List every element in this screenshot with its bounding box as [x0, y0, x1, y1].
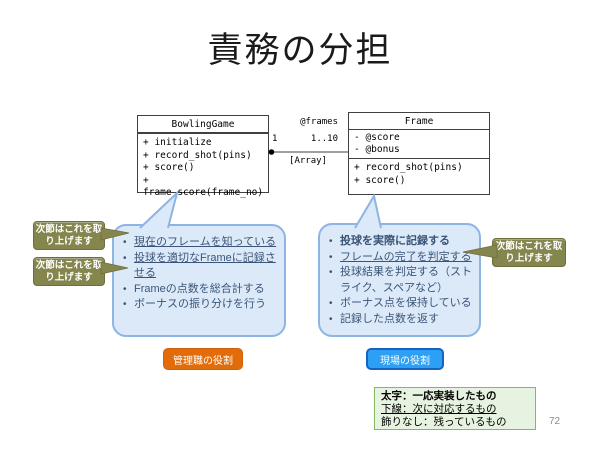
bullet-list: 現在のフレームを知っている 投球を適切なFrameに記録させる Frameの点数…	[114, 226, 284, 319]
class-attributes-frame: - @score - @bonus	[349, 130, 489, 159]
manager-role-badge: 管理職の役割	[163, 348, 243, 370]
list-item: 投球を実際に記録する	[329, 234, 473, 250]
association-role-name: @frames	[300, 117, 338, 127]
legend-line-bold: 太字：一応実装したもの	[381, 390, 497, 402]
association-multiplicity-left: 1	[272, 134, 278, 144]
list-item: 記録した点数を返す	[329, 312, 473, 328]
field-role-badge: 現場の役割	[366, 348, 444, 370]
legend-line-underline: 下線：次に対応するもの	[381, 403, 497, 415]
list-item: 投球結果を判定する（ストライク、スペアなど）	[329, 265, 473, 296]
association-qualifier: [Array]	[289, 156, 327, 166]
class-name-bowlinggame: BowlingGame	[138, 116, 268, 133]
class-attributes-bowlinggame	[138, 133, 268, 134]
list-item: ボーナスの振り分けを行う	[123, 297, 278, 313]
next-section-note-left-2: 次節はこれを取り上げます	[33, 257, 105, 286]
frame-responsibilities-bubble: 投球を実際に記録する フレームの完了を判定する 投球結果を判定する（ストライク、…	[318, 223, 481, 337]
class-box-frame: Frame - @score - @bonus + record_shot(pi…	[348, 112, 490, 195]
method: + initialize	[143, 137, 212, 148]
association-multiplicity-right: 1..10	[310, 134, 338, 144]
attribute: - @score	[354, 132, 400, 143]
composition-dot	[268, 149, 275, 155]
next-section-note-right: 次節はこれを取り上げます	[492, 238, 566, 267]
class-methods-bowlinggame: + initialize + record_shot(pins) + score…	[138, 134, 268, 203]
list-item: ボーナス点を保持している	[329, 296, 473, 312]
list-item: Frameの点数を総合計する	[123, 282, 278, 298]
attribute: - @bonus	[354, 144, 400, 155]
bowlinggame-responsibilities-bubble: 現在のフレームを知っている 投球を適切なFrameに記録させる Frameの点数…	[112, 224, 286, 337]
list-item: 投球を適切なFrameに記録させる	[123, 251, 278, 282]
method: + record_shot(pins)	[143, 149, 252, 161]
page-title: 責務の分担	[207, 31, 393, 70]
list-item: フレームの完了を判定する	[329, 250, 473, 266]
legend-line-plain: 飾りなし：残っているもの	[381, 416, 507, 428]
method: + frame_score(frame_no)	[143, 174, 264, 199]
class-name-frame: Frame	[349, 113, 489, 130]
list-item: 現在のフレームを知っている	[123, 235, 278, 251]
page-number: 72	[549, 416, 561, 427]
method: + score()	[354, 174, 406, 186]
legend-box: 太字：一応実装したもの 下線：次に対応するもの 飾りなし：残っているもの	[374, 387, 536, 430]
method: + score()	[143, 162, 195, 173]
class-box-bowlinggame: BowlingGame + initialize + record_shot(p…	[137, 115, 269, 198]
next-section-note-left-1: 次節はこれを取り上げます	[33, 221, 105, 250]
method: + record_shot(pins)	[354, 162, 463, 173]
class-methods-frame: + record_shot(pins) + score()	[349, 159, 489, 194]
bullet-list: 投球を実際に記録する フレームの完了を判定する 投球結果を判定する（ストライク、…	[320, 225, 479, 333]
